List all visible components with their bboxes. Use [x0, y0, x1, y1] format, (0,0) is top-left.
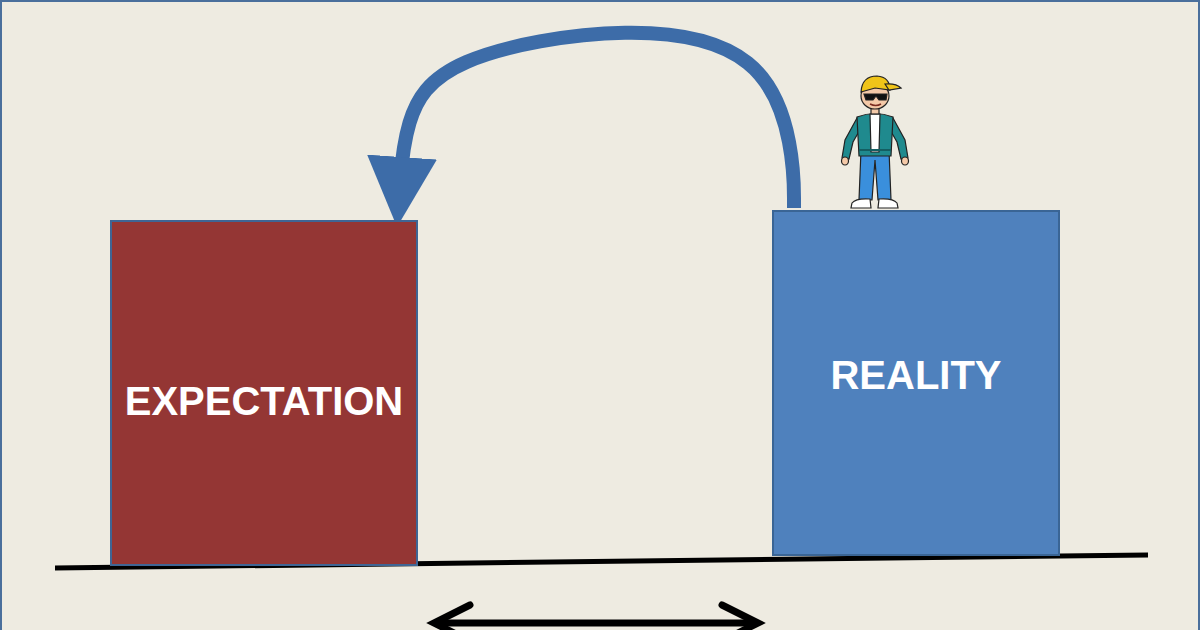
box-label: EXPECTATION	[125, 378, 404, 424]
reality-box: REALITY	[772, 210, 1060, 556]
curved-arrow	[400, 33, 794, 208]
gap-arrow	[434, 605, 758, 630]
box-label: REALITY	[830, 352, 1001, 398]
cartoon-man	[842, 76, 909, 208]
expectation-box: EXPECTATION	[110, 220, 418, 566]
